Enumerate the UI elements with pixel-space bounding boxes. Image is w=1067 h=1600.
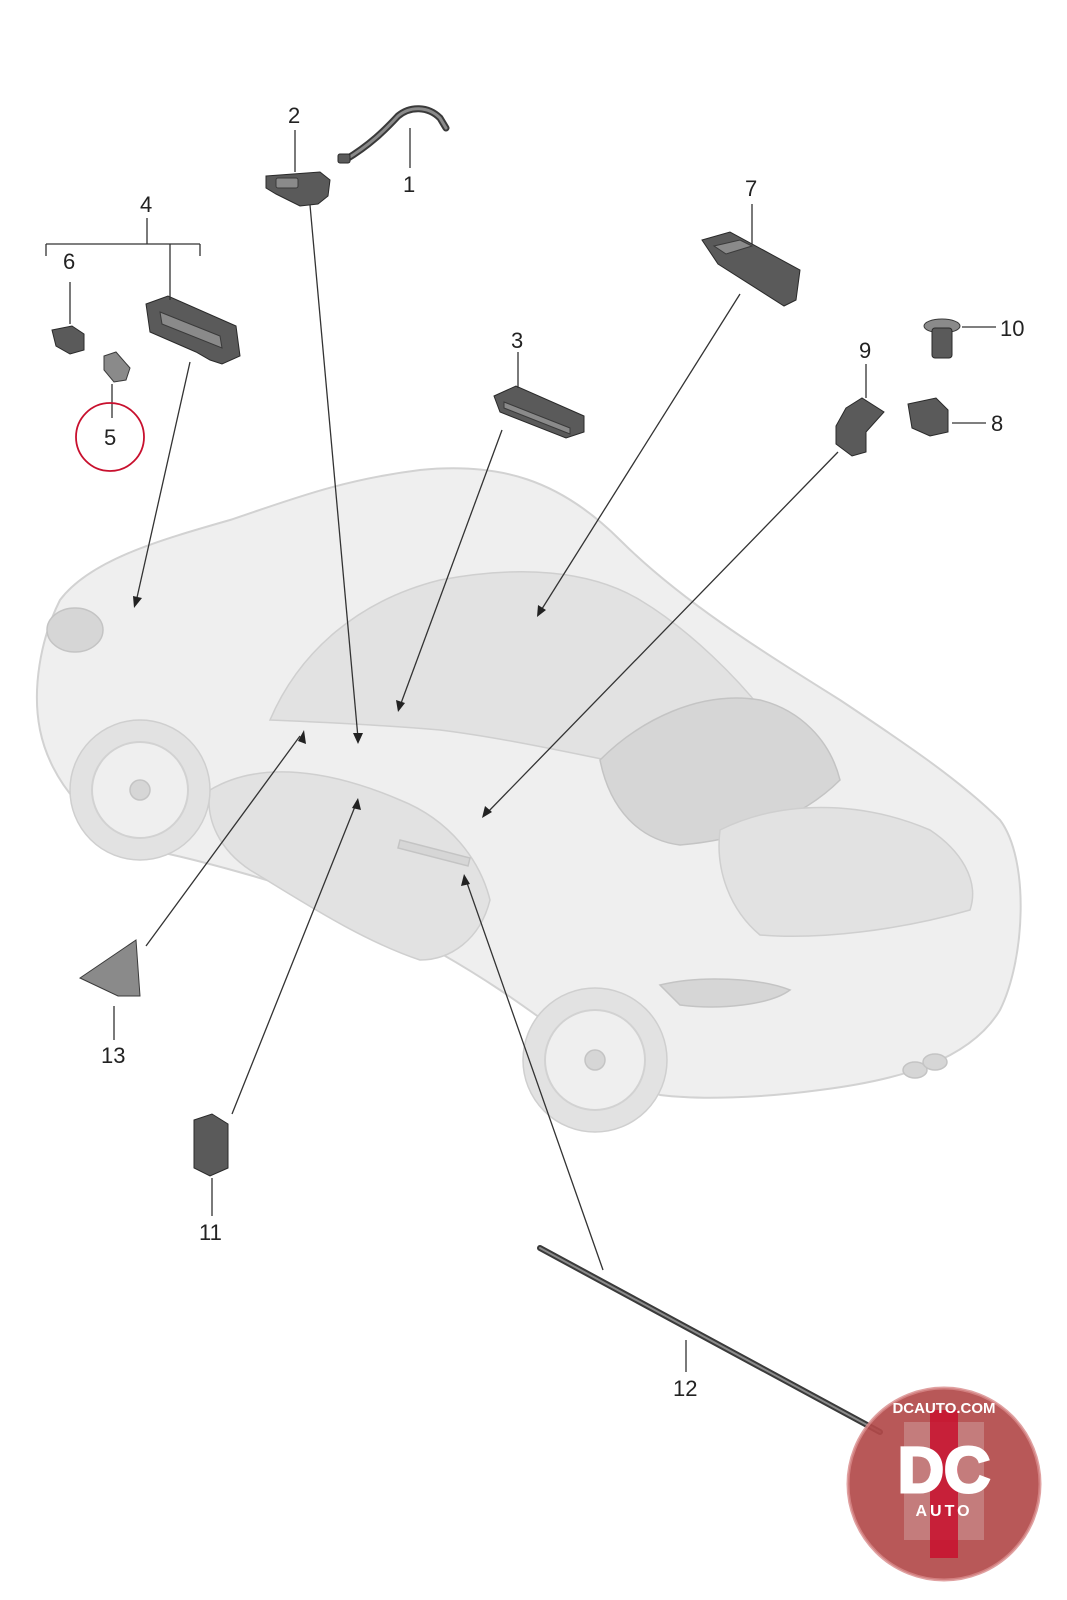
arrowheads [133,596,546,886]
callout-4: 4 [140,192,152,217]
part-4-lamp-housing [145,295,241,365]
part-1-wire-harness [337,105,450,164]
callout-6: 6 [63,249,75,274]
part-5-bulb [103,351,131,383]
part-8-sensor [907,397,949,437]
callout-11: 11 [199,1220,222,1245]
highlight-circle [75,402,145,472]
car-illustration [35,467,1022,1133]
logo-mark-text: DC [898,1434,990,1506]
callout-9: 9 [859,338,871,363]
dcauto-watermark-logo: DCAUTO.COM DC AUTO [846,1386,1042,1582]
logo-site-text: DCAUTO.COM [892,1400,995,1417]
part-11-plug [193,1113,229,1177]
callout-13: 13 [101,1043,125,1068]
callout-1: 1 [403,172,415,197]
callout-labels: 1 2 3 4 5 6 7 8 9 10 11 12 13 [63,103,1024,1401]
logo-word-text: AUTO [915,1503,972,1520]
part-7-light-unit [701,231,801,307]
part-6-socket [51,325,85,355]
callout-2: 2 [288,103,300,128]
part-2-connector [265,171,331,207]
callout-8: 8 [991,411,1003,436]
part-10-screw [923,318,961,359]
callout-5: 5 [104,425,116,450]
callout-10: 10 [1000,316,1024,341]
part-13-trim-cover [78,939,141,997]
callout-7: 7 [745,176,757,201]
part-9-bracket [835,397,885,457]
callout-12: 12 [673,1376,697,1401]
part-12-seal-strip [537,1245,883,1435]
part-3-light-module [493,385,585,439]
callout-3: 3 [511,328,523,353]
leader-lines [45,128,996,1372]
